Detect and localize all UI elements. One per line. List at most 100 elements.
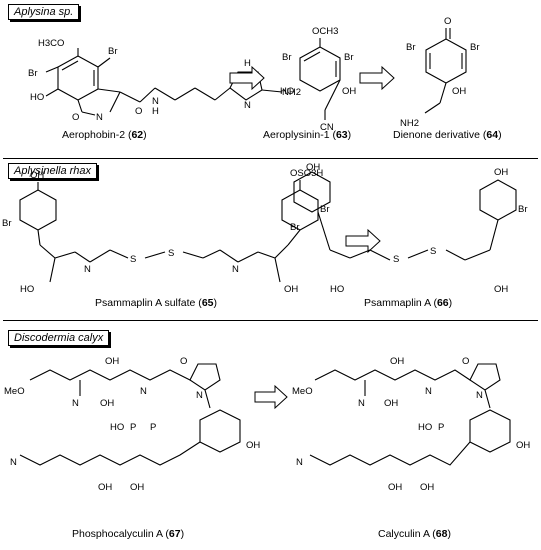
- atom-label: N: [232, 264, 239, 275]
- atom-label: N: [425, 386, 432, 397]
- atom-label: OH: [388, 482, 402, 493]
- atom-label: Br: [2, 218, 12, 229]
- caption-name: Aeroplysinin-1 (: [263, 129, 336, 141]
- caption-psammaplin-a: Psammaplin A (66): [364, 297, 452, 309]
- atom-label: H3CO: [38, 38, 64, 49]
- caption-number: 67: [168, 528, 181, 540]
- caption-psammaplin-a-sulfate: Psammaplin A sulfate (65): [95, 297, 217, 309]
- atom-label: S: [130, 254, 136, 265]
- atom-label: N: [140, 386, 147, 397]
- atom-label: OH: [98, 482, 112, 493]
- atom-label: HO: [418, 422, 432, 433]
- atom-label: OSO3H: [290, 168, 323, 179]
- atom-label: Br: [108, 46, 118, 57]
- caption-name: Phosphocalyculin A (: [72, 528, 169, 540]
- caption-phosphocalyculin-a: Phosphocalyculin A (67): [72, 528, 184, 540]
- atom-label: NH2: [282, 87, 301, 98]
- atom-label: OH: [494, 284, 508, 295]
- atom-label: OH: [516, 440, 530, 451]
- caption-close: ): [498, 129, 502, 141]
- caption-aeroplysinin-1: Aeroplysinin-1 (63): [263, 129, 351, 141]
- atom-label: P: [130, 422, 136, 433]
- caption-name: Aerophobin-2 (: [62, 129, 132, 141]
- atom-label: Br: [290, 222, 300, 233]
- section-divider: [3, 158, 538, 159]
- atom-label: OH: [284, 284, 298, 295]
- atom-label: OH: [342, 86, 356, 97]
- atom-label: OH: [30, 170, 44, 181]
- caption-number: 68: [435, 528, 448, 540]
- section-label-discodermia: Discodermia calyx: [8, 330, 110, 346]
- arrow-icon: [345, 228, 381, 254]
- caption-number: 66: [436, 297, 449, 309]
- atom-label: OH: [306, 162, 320, 173]
- caption-close: ): [447, 528, 451, 540]
- atom-label: Br: [344, 52, 354, 63]
- structure-aeroplysinin-1: OCH3 Br Br HO OH CN: [280, 26, 356, 133]
- caption-number: 62: [131, 129, 144, 141]
- atom-label: NH2: [400, 118, 419, 129]
- atom-label: H: [152, 106, 159, 117]
- caption-name: Psammaplin A sulfate (: [95, 297, 202, 309]
- atom-label: N: [476, 390, 483, 401]
- atom-label: Br: [470, 42, 480, 53]
- caption-name: Psammaplin A (: [364, 297, 437, 309]
- atom-label: Br: [320, 204, 330, 215]
- caption-close: ): [448, 297, 453, 309]
- caption-dienone: Dienone derivative (64): [393, 129, 502, 141]
- atom-label: N: [84, 264, 91, 275]
- caption-close: ): [180, 528, 185, 540]
- atom-label: P: [150, 422, 156, 433]
- atom-label: Br: [518, 204, 528, 215]
- structure-psammaplin-a: Br OH OH Br S S HO OH: [290, 162, 528, 295]
- atom-label: S: [393, 254, 399, 265]
- caption-close: ): [143, 129, 147, 141]
- atom-label: OH: [100, 398, 114, 409]
- atom-label: Br: [28, 68, 38, 79]
- caption-number: 63: [335, 129, 348, 141]
- arrow-icon: [254, 384, 288, 410]
- structure-aerophobin-2: H3CO Br Br HO N O O N H H N NH2: [28, 38, 301, 123]
- atom-label: OH: [452, 86, 466, 97]
- atom-label: OH: [420, 482, 434, 493]
- atom-label: N: [10, 457, 17, 468]
- atom-label: O: [180, 356, 187, 367]
- caption-number: 64: [486, 129, 499, 141]
- atom-label: H: [244, 58, 251, 69]
- atom-label: HO: [280, 86, 294, 97]
- atom-label: N: [152, 96, 159, 107]
- atom-label: OCH3: [312, 26, 338, 37]
- atom-label: N: [244, 100, 251, 111]
- caption-name: Dienone derivative (: [393, 129, 487, 141]
- atom-label: HO: [330, 284, 344, 295]
- section-label-aplysina: Aplysina sp.: [8, 4, 80, 20]
- atom-label: HO: [110, 422, 124, 433]
- atom-label: N: [358, 398, 365, 409]
- atom-label: MeO: [292, 386, 313, 397]
- atom-label: OH: [246, 440, 260, 451]
- structure-dienone: O Br Br OH NH2: [400, 16, 480, 129]
- atom-label: N: [96, 112, 103, 123]
- caption-name: Calyculin A (: [378, 528, 436, 540]
- caption-calyculin-a: Calyculin A (68): [378, 528, 451, 540]
- atom-label: N: [72, 398, 79, 409]
- atom-label: O: [72, 112, 79, 123]
- atom-label: P: [438, 422, 444, 433]
- atom-label: OH: [494, 167, 508, 178]
- caption-number: 65: [201, 297, 214, 309]
- structure-calyculin-a: MeO N OH OH N O N HO P OH N OH OH: [292, 356, 530, 493]
- atom-label: N: [296, 457, 303, 468]
- atom-label: OH: [390, 356, 404, 367]
- atom-label: OH: [105, 356, 119, 367]
- section-divider: [3, 320, 538, 321]
- section-label-aplysinella: Aplysinella rhax: [8, 163, 98, 179]
- atom-label: CN: [320, 122, 334, 133]
- atom-label: S: [430, 246, 436, 257]
- structure-phosphocalyculin-a: MeO N OH OH N O N HO P P OH N OH OH: [4, 356, 260, 493]
- atom-label: HO: [20, 284, 34, 295]
- atom-label: N: [196, 390, 203, 401]
- arrow-icon: [229, 65, 265, 91]
- caption-close: ): [213, 297, 218, 309]
- arrow-icon: [359, 65, 395, 91]
